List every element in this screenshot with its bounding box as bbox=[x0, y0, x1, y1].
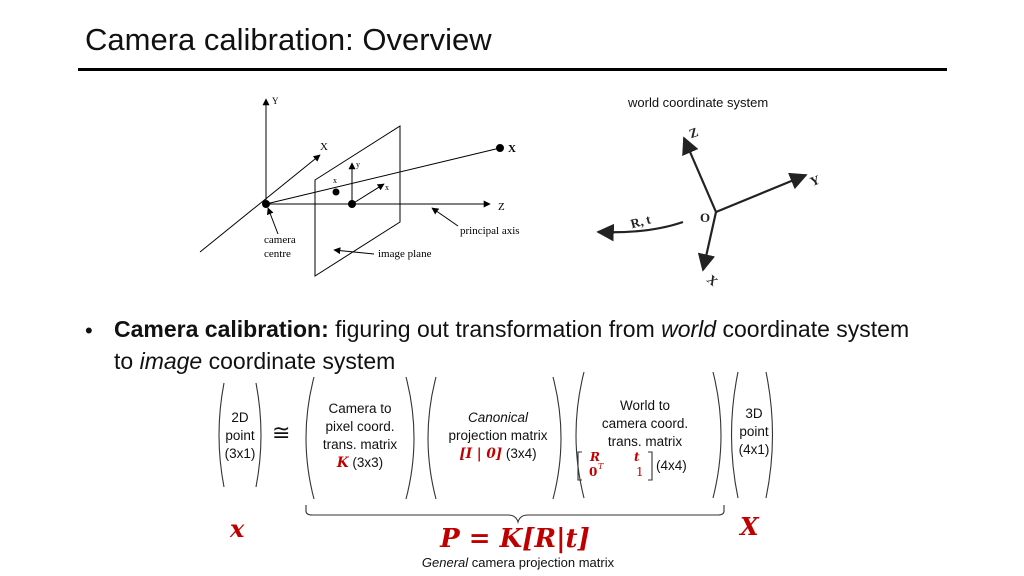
box-3d-point: 3D point (4x1) bbox=[732, 405, 776, 459]
box-2d-point: 2D point (3x1) bbox=[218, 409, 262, 463]
canonical-em: Canonical bbox=[467, 410, 529, 425]
paren-RT-left bbox=[575, 371, 585, 499]
label-point-X: X bbox=[508, 143, 516, 155]
bullet-text: Camera calibration: figuring out transfo… bbox=[114, 313, 934, 377]
world-x-axis bbox=[697, 211, 718, 272]
image-x-axis bbox=[351, 183, 385, 205]
general-rest: camera projection matrix bbox=[468, 555, 615, 570]
label-axis-z: Z bbox=[498, 201, 505, 213]
label-image-y-small: y bbox=[356, 160, 360, 169]
intrinsic-line1: Camera to bbox=[328, 401, 392, 416]
bullet-part1: figuring out transformation from bbox=[328, 316, 662, 342]
box-2d-line1: 2D bbox=[231, 410, 249, 425]
paren-3d-right bbox=[765, 371, 774, 499]
bullet-image: image bbox=[139, 348, 203, 374]
box-2d-line2: point bbox=[225, 428, 255, 443]
symbol-I0: [I | 0] bbox=[459, 446, 503, 462]
canonical-size: (3x4) bbox=[502, 446, 537, 461]
matrix-R: R bbox=[590, 450, 600, 464]
box-intrinsic: Camera to pixel coord. trans. matrix K (… bbox=[310, 400, 410, 472]
world-label-x: X bbox=[704, 271, 721, 289]
box-canonical: Canonical projection matrix [I | 0] (3x4… bbox=[436, 409, 560, 463]
rt-matrix: R t 0 T 1 bbox=[584, 450, 648, 480]
world-label-y: Y bbox=[808, 172, 823, 190]
bullet-bold: Camera calibration: bbox=[114, 316, 329, 342]
bullet-world: world bbox=[661, 316, 717, 342]
world-diagram bbox=[596, 136, 808, 272]
canonical-line3: [I | 0] (3x4) bbox=[436, 445, 560, 463]
general-caption: General camera projection matrix bbox=[380, 555, 656, 570]
symbol-K: K bbox=[336, 455, 349, 471]
box-extrinsic: World to camera coord. trans. matrix bbox=[590, 397, 700, 451]
congruent-symbol: ≅ bbox=[272, 420, 291, 445]
paren-2d-right bbox=[255, 382, 262, 488]
label-axis-y: Y bbox=[272, 96, 279, 106]
paren-2d-left bbox=[218, 382, 225, 488]
intrinsic-size: (3x3) bbox=[348, 455, 384, 470]
box-3d-line2: point bbox=[739, 424, 769, 439]
box-3d-line1: 3D bbox=[745, 406, 763, 421]
paren-RT-right bbox=[712, 371, 722, 499]
image-point-dot bbox=[332, 188, 340, 196]
matrix-bracket-left bbox=[577, 451, 582, 481]
world-label-origin: O bbox=[700, 210, 710, 225]
camera-centre-dot bbox=[262, 200, 270, 208]
projection-formula: P = K[R|t] bbox=[440, 524, 590, 554]
world-z-axis bbox=[682, 136, 718, 213]
world-coord-label: world coordinate system bbox=[628, 95, 769, 110]
matrix-0: 0 bbox=[589, 465, 598, 479]
matrix-bracket-right bbox=[648, 451, 653, 481]
brackets bbox=[218, 371, 774, 524]
symbol-X-big: X bbox=[740, 512, 759, 541]
paren-K-right bbox=[405, 376, 415, 500]
canonical-line1: Canonical bbox=[436, 409, 560, 427]
label-image-plane: image plane bbox=[378, 248, 432, 260]
label-camera-line2: centre bbox=[264, 248, 291, 260]
matrix-t: t bbox=[634, 450, 640, 464]
paren-K-left bbox=[305, 376, 315, 500]
camera-diagram bbox=[199, 98, 504, 277]
canonical-line2: projection matrix bbox=[448, 428, 548, 443]
page-title: Camera calibration: Overview bbox=[85, 22, 492, 57]
label-image-x: x bbox=[333, 176, 337, 185]
world-label-transform: R, t bbox=[629, 211, 653, 231]
matrix-1: 1 bbox=[636, 465, 644, 479]
label-principal-axis: principal axis bbox=[460, 225, 520, 237]
extrinsic-line1: World to bbox=[619, 398, 671, 413]
extrinsic-line3: trans. matrix bbox=[607, 434, 683, 449]
principal-axis-pointer bbox=[431, 207, 459, 227]
principal-point-dot bbox=[348, 200, 356, 208]
bullet-part2: coordinate system to bbox=[114, 316, 910, 374]
bullet-part3: coordinate system bbox=[202, 348, 396, 374]
box-3d-line3: (4x1) bbox=[738, 442, 770, 457]
camera-centre-pointer bbox=[266, 207, 279, 235]
label-image-x-small: x bbox=[385, 183, 389, 192]
box-2d-line3: (3x1) bbox=[224, 446, 256, 461]
image-plane-pointer bbox=[333, 247, 375, 255]
paren-canon-right bbox=[552, 376, 562, 500]
intrinsic-line2: pixel coord. bbox=[325, 419, 395, 434]
symbol-x-small: x bbox=[230, 514, 245, 543]
world-point-dot bbox=[496, 144, 504, 152]
extrinsic-size: (4x4) bbox=[656, 458, 687, 473]
label-axis-x: X bbox=[320, 141, 328, 153]
image-plane bbox=[314, 125, 401, 277]
world-label-z: Z bbox=[687, 124, 701, 141]
world-y-axis bbox=[715, 172, 808, 214]
x-axis bbox=[199, 154, 321, 253]
underbrace bbox=[305, 505, 725, 524]
matrix-T: T bbox=[598, 462, 604, 471]
paren-3d-left bbox=[730, 371, 739, 499]
intrinsic-line3: trans. matrix bbox=[322, 437, 398, 452]
general-em: General bbox=[421, 555, 469, 570]
ray bbox=[265, 147, 501, 205]
bullet-dot: • bbox=[85, 318, 93, 343]
label-camera-line1: camera bbox=[264, 234, 296, 246]
transform-arrow bbox=[596, 220, 684, 242]
paren-canon-left bbox=[427, 376, 437, 500]
title-divider bbox=[78, 68, 947, 71]
intrinsic-line4: K (3x3) bbox=[310, 454, 410, 472]
extrinsic-line2: camera coord. bbox=[601, 416, 689, 431]
